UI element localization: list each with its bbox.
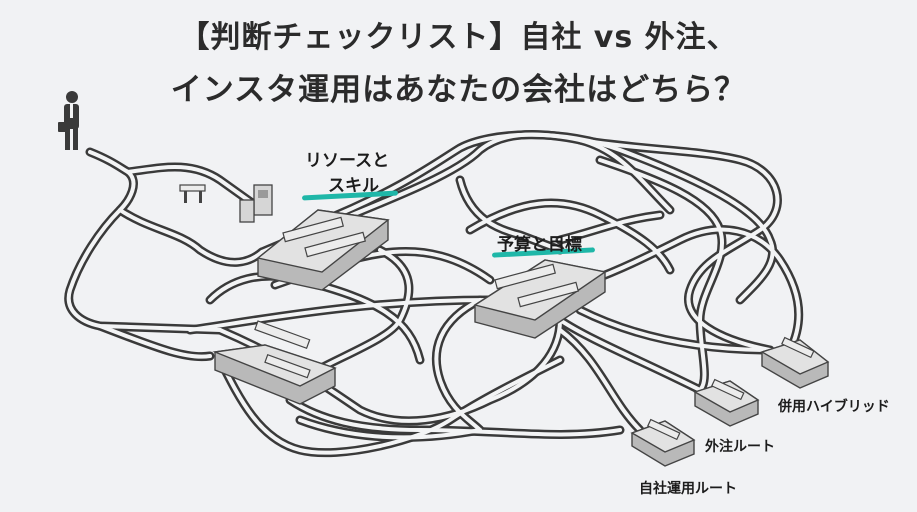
- checkpoint-budget-goal: 予算と目標: [497, 235, 582, 255]
- title-line-2: インスタ運用はあなたの会社はどちら？: [170, 72, 747, 108]
- terminal-hybrid: [760, 336, 830, 389]
- route-hybrid-label: 併用ハイブリッド: [778, 399, 890, 415]
- title-line-1: 【判断チェックリスト】自社 vs 外注、: [179, 20, 738, 55]
- terminal-outsource: [693, 378, 760, 427]
- checkpoint-resource-skill-line1: リソースと: [305, 151, 390, 171]
- terminal-inhouse: [630, 418, 696, 467]
- track-rails: [69, 135, 799, 453]
- signal-booth: [239, 184, 273, 223]
- businessman-figure: [58, 91, 79, 150]
- platform-budget-goal: [473, 259, 607, 339]
- bench-prop: [179, 184, 206, 203]
- platform-lower-left: [212, 320, 337, 405]
- platform-resource-skill: [256, 209, 390, 291]
- route-inhouse-label: 自社運用ルート: [639, 481, 737, 497]
- route-outsource-label: 外注ルート: [705, 439, 775, 455]
- checkpoint-resource-skill-line2: スキル: [328, 176, 379, 196]
